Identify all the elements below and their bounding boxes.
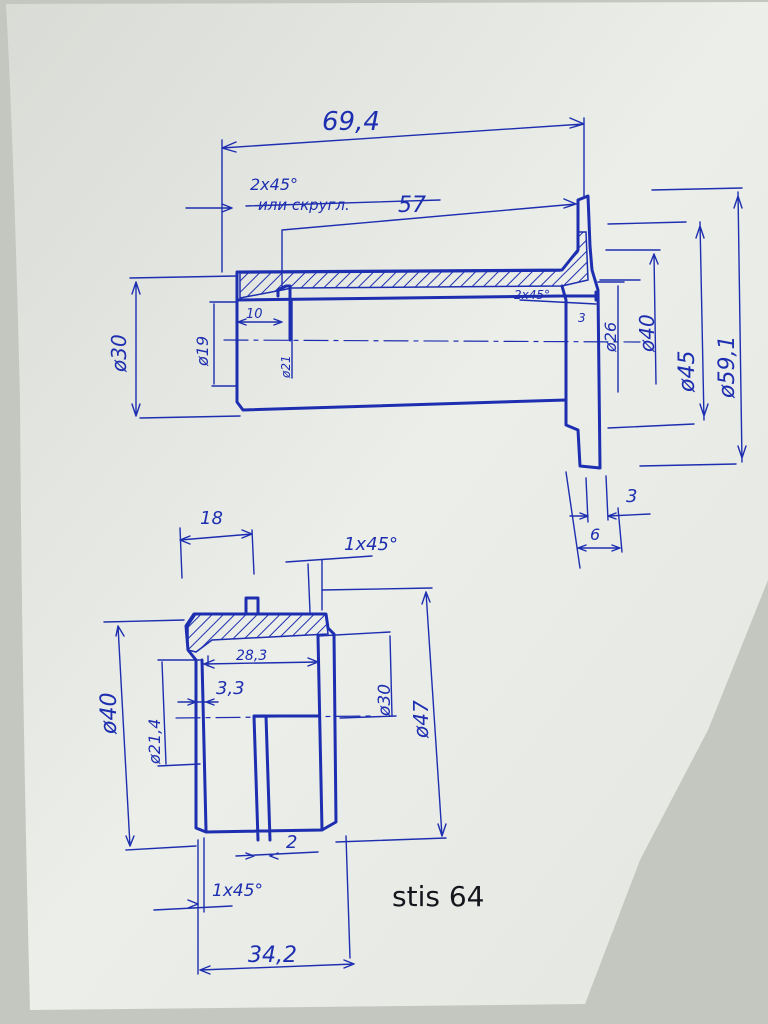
dim-57-line [281,198,577,291]
drawing-1-bushing: 69,4 2x45° или скругл. 57 2x45° 10 3 ø30… [107,107,747,569]
part-2-hatched-wall [187,613,329,653]
dim-34-2: 34,2 [248,943,297,968]
dia-30-line [129,275,241,419]
part-1-centerline [223,339,641,343]
inner-chamfer: 2x45° [514,288,550,302]
chamfer-note: 2x45° [250,175,298,194]
dia-21-4: ø21,4 [145,719,164,765]
dia-45: ø45 [675,351,700,393]
dia-30b-line [339,635,397,719]
chamfer-top-leader [285,555,373,613]
dia-40-line [605,249,661,385]
dim-10: 10 [246,307,263,322]
slot-2-line [235,851,319,860]
dia-26-line [597,281,625,393]
dia-40: ø40 [635,314,659,353]
chamfer-bottom-leader [153,837,233,913]
dim-3: 3 [578,311,586,325]
drawing-2-sleeve: 18 1x45° ø40 ø21,4 3,3 28,3 ø30 ø47 2 1x… [97,508,447,975]
part-2-outline [184,596,338,842]
dim-18: 18 [200,508,223,529]
dia-26: ø26 [601,322,620,353]
signature: stis 64 [392,880,484,913]
dim-57: 57 [398,193,426,218]
dia-21-4-line [157,659,201,767]
part-1-hatched-wall [239,231,589,299]
flange-3-line [569,475,651,523]
flange-6: 6 [590,525,600,544]
dim-3-3-line [177,698,219,706]
dia-40b: ø40 [97,693,122,735]
chamfer-bottom: 1x45° [212,881,263,901]
flange-6-line [565,471,623,569]
dia-21: ø21 [279,355,293,379]
chamfer-note-alt: или скругл. [258,196,350,214]
paper-sheet [6,2,768,1010]
part-1-outline [235,194,602,470]
dia-19: ø19 [193,336,212,367]
part-1-inner-step [560,284,598,422]
dim-69-4: 69,4 [322,107,380,137]
dim-28-3: 28,3 [236,648,267,664]
flange-3: 3 [626,486,637,507]
dim-34-2-line [197,835,355,975]
slot-2: 2 [286,832,297,853]
dia-30: ø30 [107,334,131,373]
dia-47-line [321,587,447,843]
dia-19-line [209,301,237,387]
dim-69-4-line [221,117,585,273]
dia-30b: ø30 [375,684,395,717]
chamfer-top: 1x45° [344,534,398,555]
dia-45-line [607,221,709,429]
dim-3-3: 3,3 [216,678,245,699]
dim-10-line [237,318,283,326]
inner-chamfer-leader [519,279,641,305]
part-2-centerline [175,715,373,719]
chamfer-leader [185,199,441,213]
dim-28-3-line [203,631,391,669]
dia-47: ø47 [409,700,433,739]
dia-59-1: ø59,1 [715,336,740,399]
dia-40b-line [103,619,197,851]
dim-18-line [179,527,255,579]
dia-59-line [639,187,747,467]
